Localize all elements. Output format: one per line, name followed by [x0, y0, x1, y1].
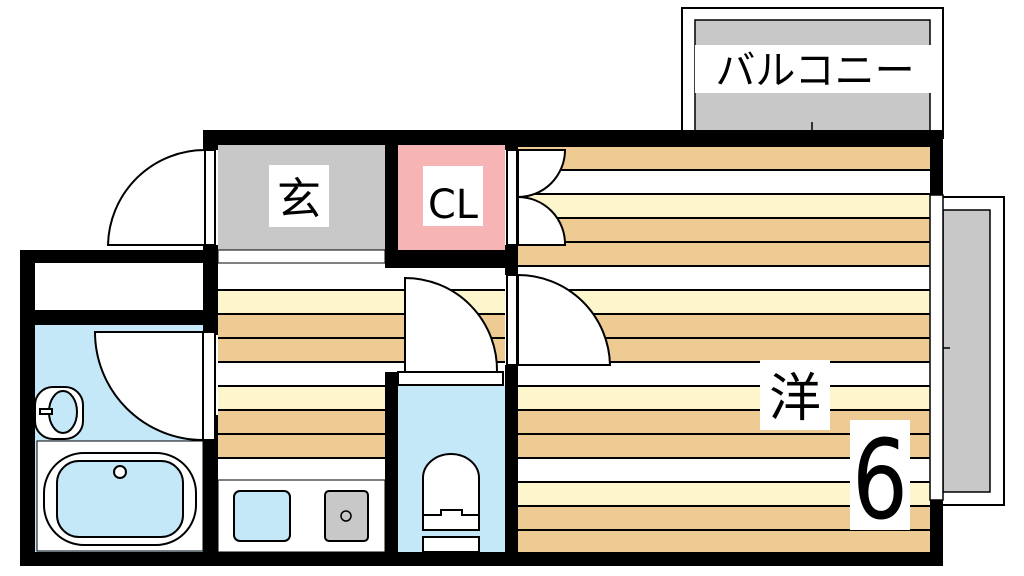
walls: [20, 130, 943, 566]
svg-text:CL: CL: [428, 182, 479, 228]
svg-text:洋: 洋: [769, 369, 821, 429]
closet-doors: [506, 149, 567, 246]
sink: [233, 490, 291, 542]
bathroom-door: [93, 331, 216, 442]
closet-label: CL: [423, 166, 483, 228]
svg-text:6: 6: [852, 416, 908, 544]
balcony: バルコニー: [681, 7, 944, 148]
storage: [35, 263, 203, 310]
balcony-label: バルコニー: [715, 48, 914, 94]
toilet: [422, 453, 480, 553]
entrance-door: [106, 148, 216, 246]
room-size-label: 6: [850, 416, 910, 544]
entrance-label: 玄: [269, 165, 329, 227]
stove: [324, 490, 369, 542]
toilet-door: [397, 276, 504, 386]
western-room-label: 洋: [760, 360, 830, 430]
washbasin: [34, 386, 84, 440]
svg-text:玄: 玄: [277, 174, 321, 225]
bathtub: [36, 440, 204, 552]
room-door: [506, 273, 612, 366]
